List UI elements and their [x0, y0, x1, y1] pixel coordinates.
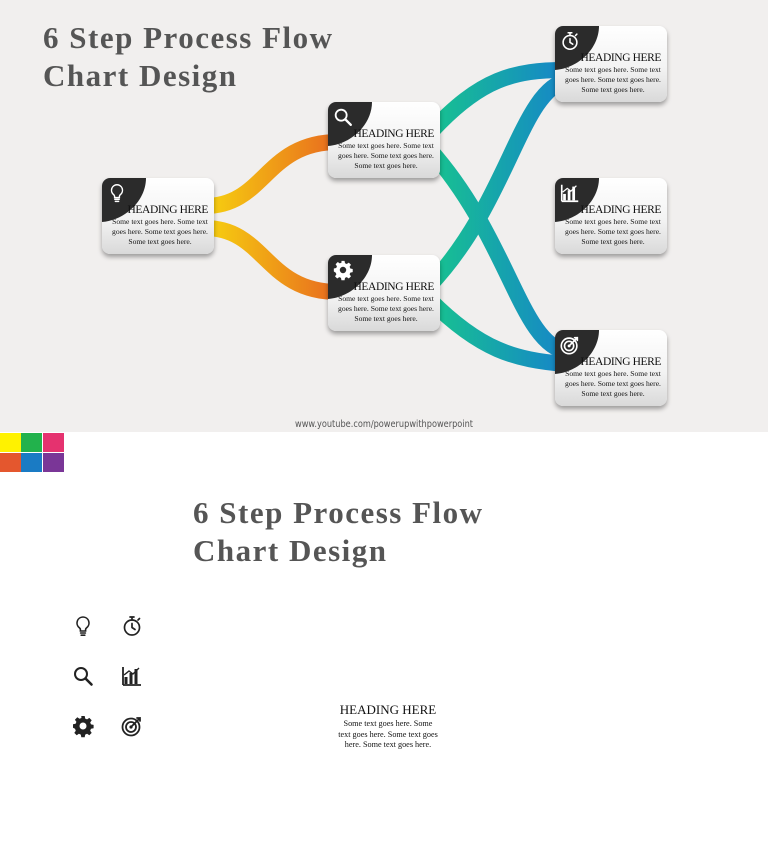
asset-title-line-2: Chart Design — [193, 533, 388, 568]
card-heading: HEADING HERE — [353, 281, 435, 293]
palette-swatch-purple — [43, 453, 64, 472]
palette-swatch-green — [21, 433, 42, 452]
step-card-chart: HEADING HERE Some text goes here. Some t… — [555, 178, 667, 254]
sample-heading: HEADING HERE — [339, 702, 437, 717]
palette-swatch-blue — [21, 453, 42, 472]
lightbulb-icon — [71, 614, 95, 638]
card-text: Some text goes here. Some text goes here… — [565, 65, 661, 94]
flow-settings-to-target — [424, 294, 566, 372]
asset-title: 6 Step Process Flow Chart Design — [193, 494, 484, 570]
card-corner — [102, 178, 146, 222]
source-url: www.youtube.com/powerupwithpowerpoint — [295, 419, 473, 430]
palette-swatch-orange — [0, 453, 21, 472]
step-card-target: HEADING HERE Some text goes here. Some t… — [555, 330, 667, 406]
slide-title: 6 Step Process Flow Chart Design — [43, 19, 334, 95]
process-flow-slide: 6 Step Process Flow Chart Design HEADING… — [0, 0, 768, 432]
asset-title-line-1: 6 Step Process Flow — [193, 495, 484, 530]
step-card-idea: HEADING HERE Some text goes here. Some t… — [102, 178, 214, 254]
card-text: Some text goes here. Some text goes here… — [112, 217, 208, 246]
step-card-settings: HEADING HERE Some text goes here. Some t… — [328, 255, 440, 331]
stopwatch-icon — [559, 30, 581, 52]
card-text: Some text goes here. Some text goes here… — [338, 294, 434, 323]
card-heading: HEADING HERE — [580, 356, 662, 368]
bar-chart-icon — [120, 664, 144, 688]
sample-text-block: HEADING HERE Some text goes here. Some t… — [338, 703, 438, 751]
magnifier-icon — [332, 106, 354, 128]
card-heading: HEADING HERE — [580, 52, 662, 64]
card-corner — [555, 330, 599, 374]
card-text: Some text goes here. Some text goes here… — [338, 141, 434, 170]
gear-icon — [332, 259, 354, 281]
step-card-search: HEADING HERE Some text goes here. Some t… — [328, 102, 440, 178]
lightbulb-icon — [106, 182, 128, 204]
card-heading: HEADING HERE — [353, 128, 435, 140]
flow-idea-to-settings — [204, 220, 339, 300]
card-heading: HEADING HERE — [127, 204, 209, 216]
magnifier-icon — [71, 664, 95, 688]
palette-swatch-yellow — [0, 433, 21, 452]
flow-connectors — [204, 62, 571, 372]
bar-chart-icon — [559, 182, 581, 204]
palette-swatch-pink — [43, 433, 64, 452]
gear-icon — [71, 714, 95, 738]
card-heading: HEADING HERE — [580, 204, 662, 216]
flow-search-to-target — [424, 144, 570, 360]
title-line-1: 6 Step Process Flow — [43, 20, 334, 55]
flow-settings-to-timer — [424, 72, 571, 291]
step-card-timer: HEADING HERE Some text goes here. Some t… — [555, 26, 667, 102]
target-icon — [120, 714, 144, 738]
card-text: Some text goes here. Some text goes here… — [565, 217, 661, 246]
card-text: Some text goes here. Some text goes here… — [565, 369, 661, 398]
stopwatch-icon — [120, 614, 144, 638]
target-icon — [559, 334, 581, 356]
sample-text: Some text goes here. Some text goes here… — [338, 719, 438, 749]
flow-idea-to-search — [204, 134, 339, 214]
title-line-2: Chart Design — [43, 58, 238, 93]
flow-search-to-timer — [424, 62, 566, 139]
